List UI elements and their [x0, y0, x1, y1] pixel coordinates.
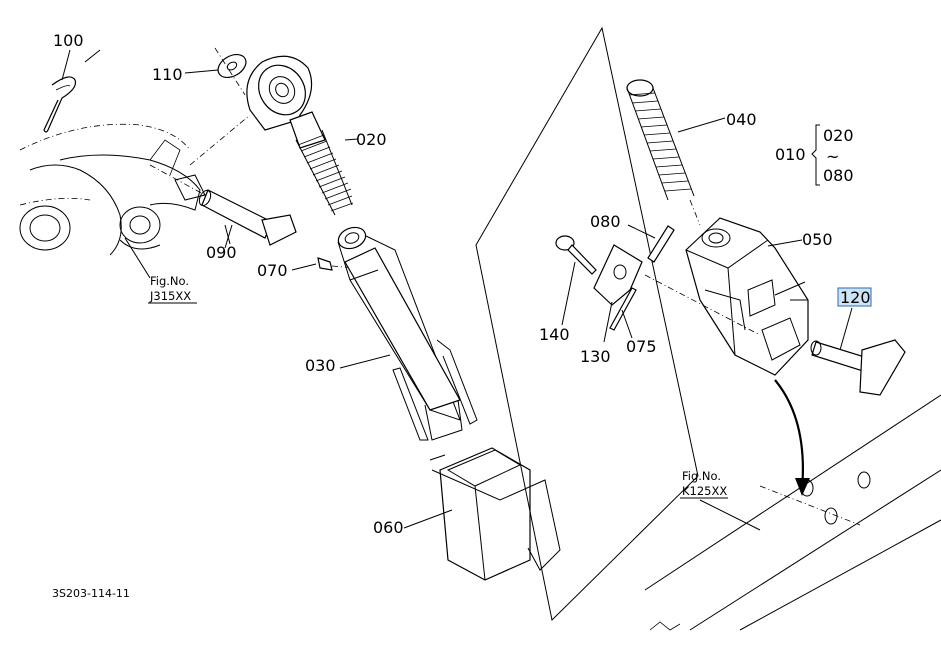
- range-bracket: [811, 124, 820, 186]
- holder-bracket-060: [403, 447, 561, 581]
- label-075: 075: [626, 337, 657, 356]
- label-030: 030: [305, 356, 336, 375]
- highlight-box-120: [837, 287, 872, 307]
- frame-arm-drawing: [19, 123, 206, 256]
- label-110: 110: [152, 65, 183, 84]
- pin-090: [149, 114, 297, 249]
- roll-pin-080: [627, 224, 675, 263]
- leader-090: [224, 224, 231, 245]
- label-range-start-020: 020: [823, 126, 854, 145]
- cotter-pin-clip-100: [43, 49, 77, 133]
- frame-rail-drawing: [644, 394, 941, 631]
- label-120[interactable]: 120: [840, 288, 871, 307]
- label-130: 130: [580, 347, 611, 366]
- drawing-code: 3S203-114-11: [52, 587, 130, 600]
- label-020: 020: [356, 130, 387, 149]
- label-080: 080: [590, 212, 621, 231]
- range-connector: ~: [826, 147, 839, 166]
- pin-120: [810, 307, 906, 396]
- assembly-frame-outline: [475, 26, 699, 622]
- label-060: 060: [373, 518, 404, 537]
- label-090: 090: [206, 243, 237, 262]
- threaded-rod-040: [626, 79, 726, 226]
- fig-ref-left-title: Fig.No.: [150, 274, 189, 288]
- leader-100: [84, 49, 101, 63]
- label-040: 040: [726, 110, 757, 129]
- label-140: 140: [539, 325, 570, 344]
- label-range-end-080: 080: [823, 166, 854, 185]
- label-050: 050: [802, 230, 833, 249]
- fig-ref-right-code: K125XX: [682, 484, 727, 498]
- washer-110: [184, 53, 247, 79]
- tube-030: [337, 226, 478, 441]
- reference-arrow: [774, 379, 810, 496]
- roll-pin-075: [609, 287, 637, 339]
- label-100: 100: [53, 31, 84, 50]
- lock-plate-130: [593, 244, 761, 343]
- clevis-block-050: [685, 217, 809, 376]
- fig-ref-left-code: J315XX: [149, 289, 191, 303]
- grease-nipple-070: [291, 257, 357, 271]
- fig-ref-right-title: Fig.No.: [682, 469, 721, 483]
- bolt-140: [555, 235, 597, 326]
- fig-ref-left-leader: [124, 237, 151, 279]
- rod-end-020: [214, 47, 359, 216]
- label-070: 070: [257, 261, 288, 280]
- label-010: 010: [775, 145, 806, 164]
